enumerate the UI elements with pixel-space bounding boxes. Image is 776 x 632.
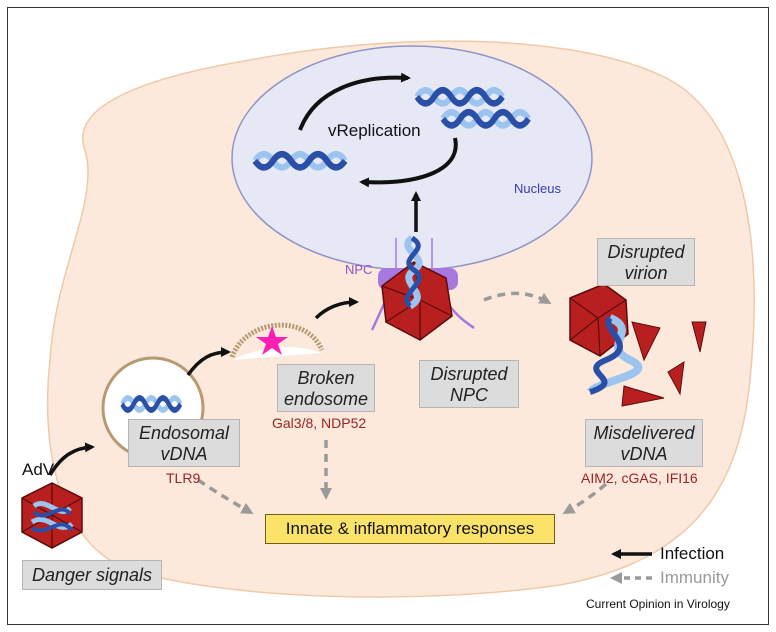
- replication-arrow-bottom: [359, 137, 458, 188]
- replication-label: vReplication: [328, 121, 421, 140]
- figure-frame: [7, 7, 769, 625]
- npc-label: NPC: [345, 262, 373, 277]
- replication-arrow-top: [298, 72, 411, 131]
- gal-label: Gal3/8, NDP52: [272, 415, 367, 431]
- capsid-fragment-4: [621, 385, 665, 407]
- arrow-misdelivered-to-responses: [562, 482, 608, 514]
- arrow-broken-to-npc: [314, 297, 359, 320]
- danger-signals-box: Danger signals: [22, 560, 162, 590]
- tlr-label: TLR9: [166, 470, 201, 486]
- misdelivered-vdna-box: Misdelivered vDNA: [585, 419, 703, 467]
- endosomal-vdna-box: Endosomal vDNA: [128, 419, 240, 467]
- dna-misdelivered: [586, 314, 643, 396]
- capsid-fragment-2: [691, 321, 707, 353]
- nucleus-label: Nucleus: [514, 181, 561, 196]
- legend-immunity-label: Immunity: [660, 568, 729, 587]
- disrupted-npc-box: Disrupted NPC: [419, 360, 519, 408]
- star-icon: [256, 326, 288, 355]
- broken-endosome-box: Broken endosome: [277, 364, 375, 412]
- credit-label: Current Opinion in Virology: [586, 597, 730, 611]
- capsid-fragment-1: [631, 321, 661, 362]
- arrow-endosome-to-broken: [186, 347, 231, 377]
- adv-label: AdV: [22, 460, 55, 479]
- arrow-npc-to-virion: [483, 291, 552, 304]
- innate-responses-box: Innate & inflammatory responses: [265, 514, 555, 544]
- capsid-fragment-3: [667, 361, 685, 396]
- arrow-endosomal-to-responses: [197, 478, 254, 514]
- broken-endosome: [229, 322, 325, 358]
- legend-infection-label: Infection: [660, 544, 725, 563]
- cyto-sensors-label: AIM2, cGAS, IFI16: [581, 470, 698, 486]
- arrow-adv-to-endosome: [48, 442, 95, 476]
- disrupted-virion-box: Disrupted virion: [597, 238, 695, 286]
